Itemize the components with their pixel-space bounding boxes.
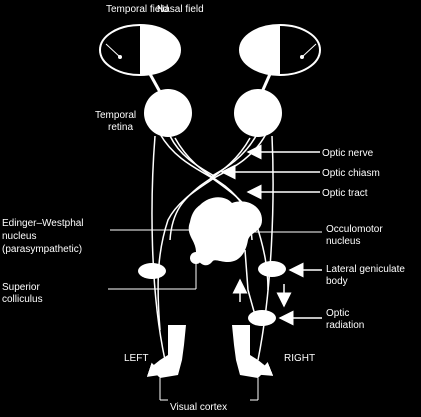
label-superior-2: colliculus <box>2 294 43 305</box>
left-eyeball <box>144 89 192 137</box>
label-temporal-field: Temporal field <box>106 4 168 15</box>
right-cortex-arrow <box>256 362 274 376</box>
optic-radiation-shape <box>248 310 276 326</box>
label-edinger-1: Edinger–Westphal <box>2 218 84 229</box>
label-optic-radiation-1: Optic <box>326 308 349 319</box>
label-occulomotor-1: Occulomotor <box>326 224 383 235</box>
label-lgb-1: Lateral geniculate <box>326 264 405 275</box>
label-temporal-retina-1: Temporal <box>95 110 136 121</box>
right-eye-connector <box>260 73 272 93</box>
left-visual-field <box>99 24 181 76</box>
edinger-westphal-shape <box>190 252 202 264</box>
label-temporal-retina-2: retina <box>108 122 133 133</box>
label-occulomotor-2: nucleus <box>326 236 360 247</box>
occulomotor-nucleus-shape <box>188 197 262 266</box>
label-nasal-field: Nasal field <box>157 4 204 15</box>
label-edinger-3: (parasympathetic) <box>2 244 82 255</box>
label-left: LEFT <box>124 353 148 364</box>
left-lgb <box>138 263 166 279</box>
right-eyeball <box>234 89 282 137</box>
left-cortex-arrow <box>146 362 164 377</box>
right-lgb <box>258 261 286 277</box>
label-lgb-2: body <box>326 276 348 287</box>
label-optic-radiation-2: radiation <box>326 320 364 331</box>
label-optic-tract: Optic tract <box>322 188 368 199</box>
label-edinger-2: nucleus <box>2 231 36 242</box>
label-optic-chiasm: Optic chiasm <box>322 168 380 179</box>
label-superior-1: Superior <box>2 282 40 293</box>
label-visual-cortex: Visual cortex <box>170 402 227 413</box>
left-visual-cortex <box>150 325 186 378</box>
pointer-lines <box>108 229 322 401</box>
left-eye-connector <box>148 73 162 93</box>
label-optic-nerve: Optic nerve <box>322 148 374 159</box>
label-right: RIGHT <box>284 353 315 364</box>
right-visual-field <box>239 24 321 76</box>
